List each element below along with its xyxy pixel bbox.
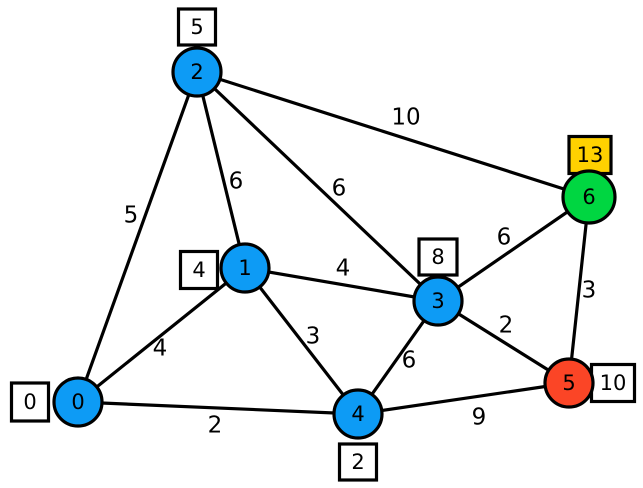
distance-box-value-node-5: 10 (600, 371, 627, 395)
graph-edge-1-4 (243, 266, 360, 416)
graph-edge-1-3 (243, 266, 440, 303)
graph-edge-1-2 (195, 70, 247, 270)
distance-box-node-1 (178, 249, 220, 291)
edge-weight-label-3-5: 2 (499, 313, 514, 339)
edge-weight-label-0-1: 4 (153, 336, 168, 362)
edge-weight-label-0-2: 5 (124, 203, 139, 229)
edge-weight-label-1-3: 4 (336, 256, 351, 282)
edge-weight-labels-layer: 5 4 2 6 4 3 6 10 6 2 6 9 3 (124, 105, 597, 439)
graph-edge-2-3 (195, 70, 440, 303)
graph-node-label-2: 2 (190, 60, 203, 84)
graph-edge-5-6 (567, 195, 591, 385)
graph-edge-3-5 (436, 299, 571, 385)
graph-edge-3-6 (436, 195, 591, 303)
edge-weight-label-2-3: 6 (332, 176, 347, 202)
graph-edge-4-5 (356, 381, 571, 416)
graph-node-label-1: 1 (238, 256, 251, 280)
edge-weight-label-4-5: 9 (472, 405, 487, 431)
distance-box-value-node-1: 4 (192, 258, 205, 282)
graph-node-label-6: 6 (582, 185, 595, 209)
graph-node-label-0: 0 (71, 390, 84, 414)
distance-box-value-node-0: 0 (23, 390, 36, 414)
graph-node-6[interactable] (561, 169, 617, 225)
distance-box-value-node-4: 2 (351, 450, 364, 474)
edge-weight-label-1-4: 3 (306, 324, 321, 350)
graph-edge-0-2 (76, 70, 199, 404)
edge-weight-label-2-6: 10 (391, 105, 420, 131)
edge-weight-label-1-2: 6 (229, 169, 244, 195)
graph-edge-0-4 (76, 400, 360, 416)
distance-box-node-5 (589, 362, 637, 404)
graph-edge-2-6 (195, 70, 591, 199)
nodes-layer: 0 1 2 3 4 5 6 (52, 46, 617, 440)
edge-weight-label-5-6: 3 (582, 278, 597, 304)
graph-node-label-5: 5 (562, 371, 575, 395)
graph-edge-0-1 (76, 266, 247, 404)
graph-node-label-4: 4 (351, 402, 364, 426)
distance-box-node-4 (337, 442, 379, 482)
edge-weight-label-3-6: 6 (497, 225, 512, 251)
distance-box-node-3 (417, 237, 459, 277)
edge-weight-label-0-4: 2 (208, 413, 223, 439)
distance-box-node-2 (176, 7, 218, 47)
distance-box-value-node-2: 5 (190, 15, 203, 39)
graph-node-2[interactable] (171, 46, 223, 98)
graph-node-1[interactable] (219, 242, 271, 294)
distance-box-node-0 (9, 381, 51, 423)
edges-layer (76, 70, 591, 416)
distance-box-value-node-6: 13 (577, 143, 604, 167)
graph-node-0[interactable] (52, 376, 104, 428)
graph-node-label-3: 3 (431, 289, 444, 313)
graph-node-4[interactable] (332, 388, 384, 440)
graph-node-3[interactable] (412, 275, 464, 327)
edge-weight-label-3-4: 6 (402, 348, 417, 374)
distance-box-value-node-3: 8 (431, 245, 444, 269)
graph-node-5[interactable] (543, 357, 595, 409)
